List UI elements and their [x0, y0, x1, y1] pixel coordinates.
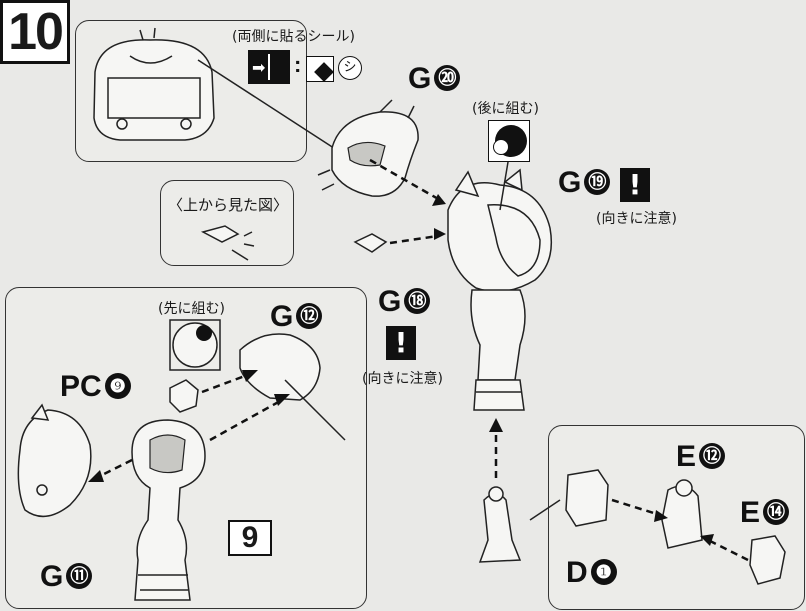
- arrow-e14-to-e12: [707, 538, 749, 562]
- note-both-sides-seal: (両側に貼るシール): [232, 29, 355, 45]
- shoulder-armor-inner-view: [93, 39, 215, 141]
- arrow-g18-to-g19: [389, 234, 439, 245]
- step-number: 10: [0, 0, 70, 64]
- seal-icon-large: ➡: [248, 50, 290, 84]
- part-e14-shape: [749, 535, 786, 585]
- arrow-arm-to-g11: [95, 458, 133, 480]
- note-orientation-g19: (向きに注意): [596, 211, 677, 227]
- arrow-pc9-to-g12: [201, 372, 251, 394]
- reference-step-box: 9: [228, 520, 272, 556]
- arrow-g20-to-g19: [369, 158, 441, 202]
- part-pc9-shape: [169, 379, 199, 413]
- seal-colon: :: [294, 52, 302, 77]
- part-g11-shape: [17, 409, 92, 518]
- warning-icon-g19: !: [620, 168, 650, 202]
- part-g12-shape: [239, 333, 321, 401]
- assembled-thumbnail: [478, 493, 522, 563]
- arrow-d1-to-e12: [611, 498, 661, 517]
- assemble-later-icon: [488, 120, 530, 162]
- part-d1-shape: [565, 469, 609, 527]
- note-assemble-later: (後に組む): [472, 101, 539, 117]
- note-assemble-first: (先に組む): [158, 301, 225, 317]
- arrow-arm-to-g12: [209, 398, 283, 442]
- seal-mark-circle: シ: [338, 56, 362, 80]
- top-view-piece: [200, 225, 240, 243]
- note-view-from-above: 〈上から見た図〉: [168, 196, 289, 214]
- warning-icon-g18: !: [386, 326, 416, 360]
- note-orientation-g18: (向きに注意): [362, 371, 443, 387]
- part-g18-shape: [353, 233, 388, 253]
- seal-icon-small: [306, 56, 334, 82]
- panel-top-view: [160, 180, 294, 266]
- arm-upper-assembly: [470, 289, 526, 381]
